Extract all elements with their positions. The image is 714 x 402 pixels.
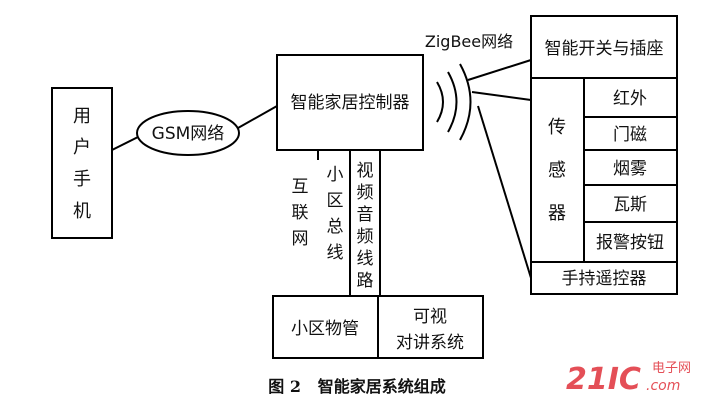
connector-lines xyxy=(111,59,532,296)
watermark-logo: 21IC 电子网 .com xyxy=(566,361,691,397)
svg-text:线: 线 xyxy=(357,249,374,269)
sensor-infrared: 红外 xyxy=(613,89,647,109)
svg-text:联: 联 xyxy=(292,203,309,223)
internet-link-label: 互 联 网 xyxy=(292,177,309,249)
phone-gsm-line xyxy=(111,136,139,151)
zigbee-to-switch-line xyxy=(467,59,532,81)
smart-switch-label: 智能开关与插座 xyxy=(545,39,664,59)
community-box: 小区物管 可视 对讲系统 xyxy=(272,295,484,359)
sensor-alarm-button: 报警按钮 xyxy=(596,233,664,253)
figure-caption: 图 2 智能家居系统组成 xyxy=(268,377,445,396)
sensor-group-label-1: 传 xyxy=(548,117,566,138)
svg-text:线: 线 xyxy=(327,243,344,263)
av-line-link-label: 视 频 音 频 线 路 xyxy=(357,161,374,291)
phone-label-1: 用 xyxy=(73,106,91,127)
svg-text:小: 小 xyxy=(327,165,344,185)
svg-text:音: 音 xyxy=(357,205,374,225)
svg-text:电子网: 电子网 xyxy=(652,361,691,376)
wireless-signal-icon xyxy=(436,63,472,141)
gsm-network-node: GSM网络 xyxy=(136,110,240,156)
svg-text:互: 互 xyxy=(292,177,309,197)
zigbee-label: ZigBee网络 xyxy=(425,32,513,51)
sensor-door-magnet: 门磁 xyxy=(613,125,647,145)
devices-box: 智能开关与插座 传 感 器 红外 门磁 烟雾 瓦斯 报警按钮 手持遥控器 xyxy=(530,15,678,295)
svg-text:路: 路 xyxy=(357,271,374,291)
phone-label-3: 手 xyxy=(73,169,91,190)
user-phone-box: 用 户 手 机 xyxy=(51,87,113,239)
smart-home-controller-box: 智能家居控制器 xyxy=(276,54,424,151)
svg-text:21IC: 21IC xyxy=(566,362,641,397)
svg-text:频: 频 xyxy=(357,227,374,247)
intercom-label-2: 对讲系统 xyxy=(396,333,464,353)
svg-text:.com: .com xyxy=(646,378,680,394)
intercom-label-1: 可视 xyxy=(413,307,447,327)
gsm-label: GSM网络 xyxy=(152,124,225,144)
zigbee-to-remote-line xyxy=(477,105,532,279)
sensor-smoke: 烟雾 xyxy=(613,159,647,179)
phone-label-4: 机 xyxy=(73,201,91,222)
sensor-group-label-2: 感 xyxy=(548,160,566,181)
phone-label-2: 户 xyxy=(73,137,91,158)
gsm-controller-line xyxy=(237,105,278,129)
svg-text:视: 视 xyxy=(357,161,374,181)
sensor-group-label-3: 器 xyxy=(548,203,566,224)
zigbee-to-sensors-line xyxy=(471,91,532,101)
svg-text:网: 网 xyxy=(292,229,309,249)
controller-label: 智能家居控制器 xyxy=(291,93,410,113)
handheld-remote-label: 手持遥控器 xyxy=(562,269,647,289)
community-bus-link-label: 小 区 总 线 xyxy=(327,165,344,263)
svg-text:频: 频 xyxy=(357,183,374,203)
property-management-label: 小区物管 xyxy=(291,319,359,339)
sensor-gas: 瓦斯 xyxy=(613,195,647,215)
svg-text:区: 区 xyxy=(327,191,344,211)
svg-text:总: 总 xyxy=(327,217,344,237)
